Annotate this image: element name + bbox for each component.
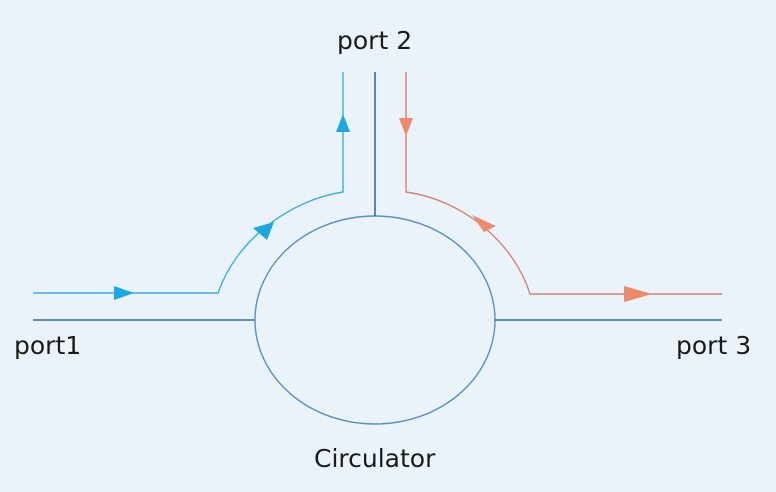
- signal-path-port2-to-port3: [405, 72, 722, 295]
- arrow-icon: [114, 286, 134, 300]
- arrow-icon: [253, 222, 274, 240]
- port3-label: port 3: [676, 331, 752, 360]
- port2-label: port 2: [337, 26, 413, 55]
- arrow-icon: [399, 118, 413, 136]
- circulator-label: Circulator: [314, 444, 436, 473]
- arrow-icon: [624, 286, 652, 302]
- arrow-icon: [336, 114, 350, 132]
- port1-label: port1: [14, 331, 82, 360]
- arrow-icon: [472, 215, 496, 232]
- circulator-ring: [254, 215, 496, 425]
- signal-path-port1-to-port2: [33, 72, 344, 294]
